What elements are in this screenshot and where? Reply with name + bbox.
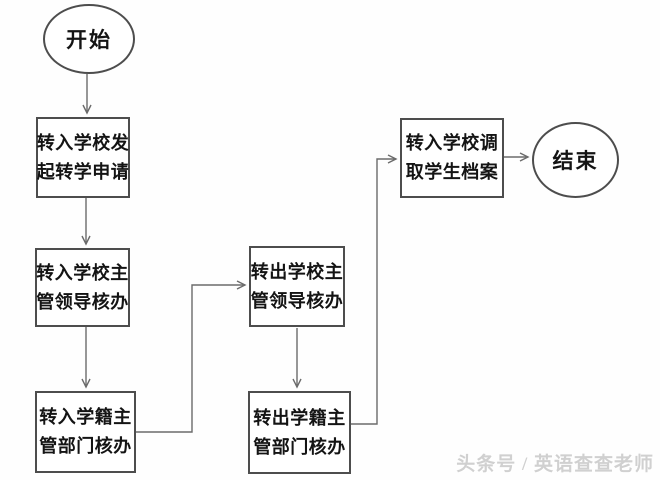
arrow-in-registry-to-out-leader [136, 285, 245, 433]
watermark-text: 头条号 / 英语查查老师 [456, 454, 654, 475]
node-out-registry-review: 转出学籍主 管部门核办 [248, 391, 351, 474]
node-label-line: 转入学校主 [36, 262, 129, 283]
node-label-line: 转入学校发 [36, 132, 130, 153]
node-in-registry-review: 转入学籍主 管部门核办 [35, 391, 136, 473]
node-label-line: 转出学籍主 [253, 407, 346, 428]
node-label-line: 管领导核办 [36, 291, 129, 312]
node-label-line: 取学生档案 [405, 162, 499, 182]
start-node-label: 开始 [66, 28, 112, 52]
node-out-school-leader-review: 转出学校主 管领导核办 [249, 246, 345, 327]
node-apply-transfer: 转入学校发 起转学申请 [36, 117, 130, 198]
node-label-line: 管部门核办 [39, 436, 132, 456]
end-node-label: 结束 [552, 149, 599, 173]
node-label-line: 管领导核办 [250, 290, 344, 311]
node-label-line: 转入学校调 [405, 133, 499, 153]
end-node: 结束 [532, 122, 619, 198]
start-node: 开始 [43, 4, 135, 74]
node-label-line: 管部门核办 [253, 436, 346, 457]
node-label-line: 转出学校主 [250, 261, 344, 282]
arrow-out-registry-to-retrieve [351, 159, 396, 425]
node-label-line: 起转学申请 [36, 161, 130, 182]
node-in-school-leader-review: 转入学校主 管领导核办 [35, 248, 130, 327]
node-label-line: 转入学籍主 [39, 407, 132, 427]
node-retrieve-student-file: 转入学校调 取学生档案 [400, 118, 504, 198]
